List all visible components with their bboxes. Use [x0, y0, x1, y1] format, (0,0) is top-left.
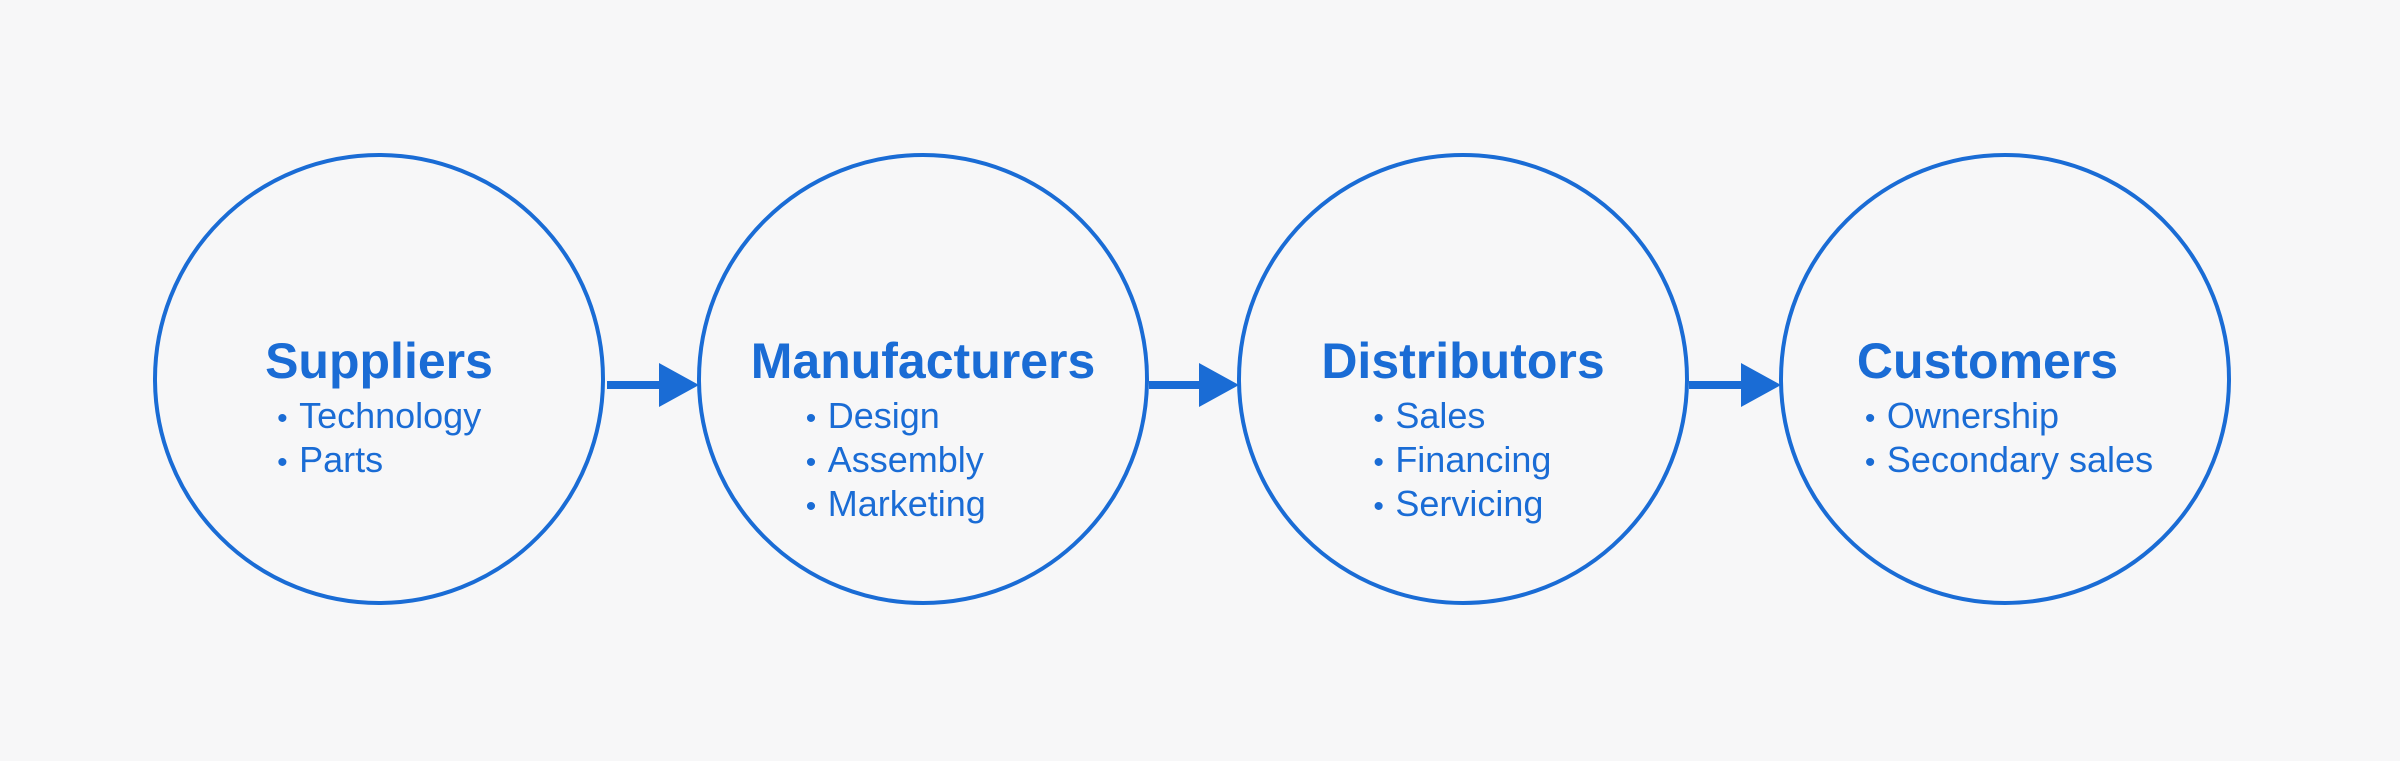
bullet-icon: •	[805, 402, 817, 435]
flow-arrow-icon	[607, 360, 699, 410]
list-item-label: Secondary sales	[1886, 439, 2154, 480]
list-item: • Parts	[277, 439, 493, 483]
list-item-label: Ownership	[1886, 395, 2059, 436]
bullet-icon: •	[1373, 402, 1384, 435]
list-item-label: Design	[827, 395, 940, 436]
list-item: • Design	[806, 395, 1096, 439]
arrow-head-icon	[659, 363, 699, 407]
list-item: • Sales	[1373, 395, 1604, 439]
arrow-shaft	[607, 381, 663, 389]
list-item-label: Assembly	[827, 439, 984, 480]
bullet-icon: •	[1373, 446, 1384, 479]
list-item: • Financing	[1373, 439, 1604, 483]
stage-title: Manufacturers	[750, 333, 1096, 389]
list-item: • Technology	[277, 395, 493, 439]
list-item-label: Technology	[299, 395, 482, 436]
stage-title: Customers	[1856, 333, 2119, 389]
list-item-label: Servicing	[1395, 483, 1544, 524]
flow-arrow-icon	[1149, 360, 1239, 410]
bullet-icon: •	[805, 490, 817, 523]
arrow-head-icon	[1199, 363, 1239, 407]
stage-bullet-list: • Technology • Parts	[265, 395, 493, 483]
list-item-label: Marketing	[827, 483, 986, 524]
list-item-label: Financing	[1395, 439, 1552, 480]
stage-manufacturers: Manufacturers • Design • Assembly • Mark…	[697, 153, 1149, 605]
list-item-label: Parts	[299, 439, 384, 480]
list-item: • Assembly	[806, 439, 1096, 483]
stage-bullet-list: • Sales • Financing • Servicing	[1321, 395, 1604, 527]
bullet-icon: •	[277, 446, 288, 479]
stage-bullet-list: • Ownership • Secondary sales	[1857, 395, 2153, 483]
stage-distributors: Distributors • Sales • Financing • Servi…	[1237, 153, 1689, 605]
stage-title: Suppliers	[265, 333, 493, 389]
stage-suppliers: Suppliers • Technology • Parts	[153, 153, 605, 605]
bullet-icon: •	[1864, 402, 1876, 435]
stage-customers: Customers • Ownership • Secondary sales	[1779, 153, 2231, 605]
list-item: • Ownership	[1865, 395, 2153, 439]
bullet-icon: •	[1373, 490, 1384, 523]
list-item: • Marketing	[806, 483, 1096, 527]
stage-title: Distributors	[1321, 333, 1605, 389]
arrow-shaft	[1689, 381, 1745, 389]
bullet-icon: •	[805, 446, 817, 479]
list-item: • Secondary sales	[1865, 439, 2153, 483]
arrow-head-icon	[1741, 363, 1781, 407]
arrow-shaft	[1149, 381, 1203, 389]
stage-bullet-list: • Design • Assembly • Marketing	[751, 395, 1096, 527]
bullet-icon: •	[1864, 446, 1876, 479]
list-item: • Servicing	[1373, 483, 1604, 527]
list-item-label: Sales	[1395, 395, 1486, 436]
bullet-icon: •	[277, 402, 288, 435]
flow-arrow-icon	[1689, 360, 1781, 410]
